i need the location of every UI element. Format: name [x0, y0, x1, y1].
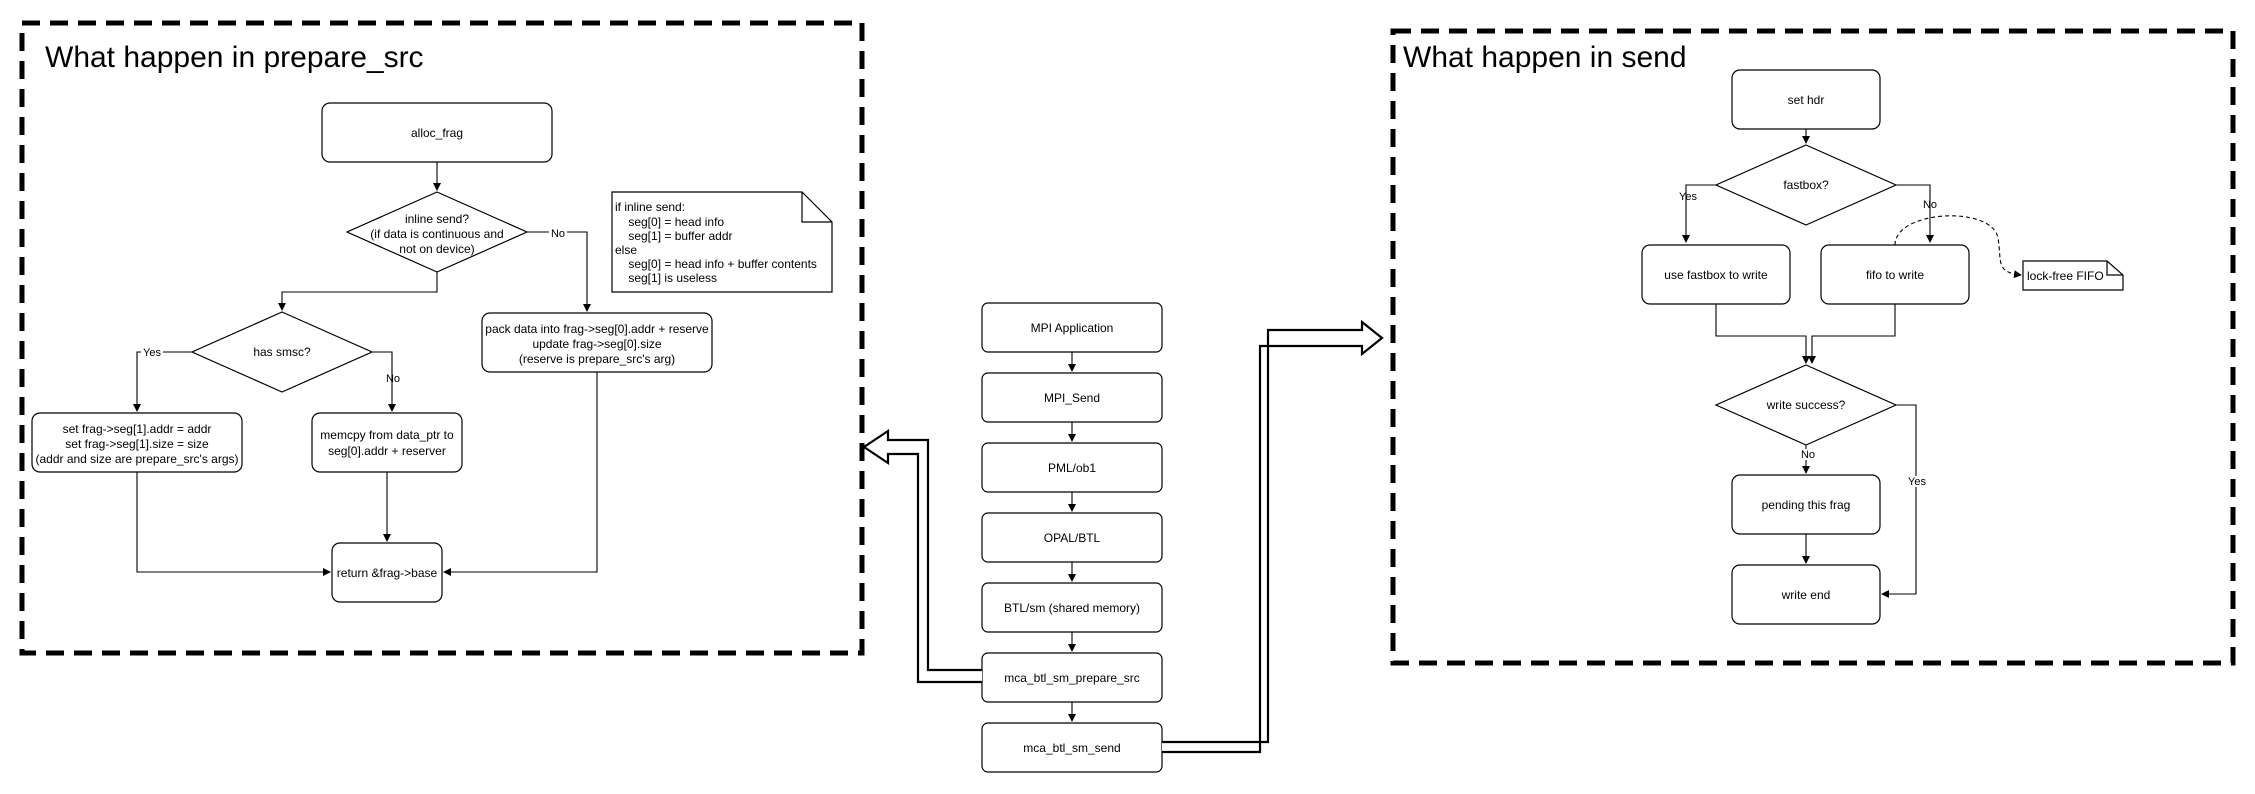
set-frag-line-3: (addr and size are prepare_src's args): [35, 452, 238, 466]
inline-send-line-1: inline send?: [405, 212, 469, 226]
write-end-label: write end: [1781, 588, 1831, 602]
call-stack: MPI Application MPI_Send PML/ob1 OPAL/BT…: [981, 302, 1163, 773]
prepare-src-connectors: [133, 162, 598, 576]
no-label-bg: [549, 227, 567, 238]
stack-label-sm-send: mca_btl_sm_send: [1023, 741, 1120, 755]
stack-label-prepare-src: mca_btl_sm_prepare_src: [1004, 671, 1139, 685]
prepare-src-panel: [19, 20, 865, 656]
send-title: What happen in send: [1403, 41, 1687, 74]
set-frag-line-1: set frag->seg[1].addr = addr: [63, 422, 212, 436]
prepare-src-title: What happen in prepare_src: [45, 41, 424, 74]
fastbox-label: fastbox?: [1783, 178, 1829, 192]
inline-send-line-2: (if data is continuous and: [370, 227, 503, 241]
inline-send-line-3: not on device): [399, 242, 474, 256]
send-connectors: [1682, 129, 2022, 598]
fastbox-decision: [1714, 144, 1898, 226]
note-line-3: seg[1] = buffer addr: [615, 229, 733, 243]
memcpy-line-2: seg[0].addr + reserver: [328, 444, 446, 458]
pack-data-line-1: pack data into frag->seg[0].addr + reser…: [485, 322, 709, 336]
yes-label-bg-2: [1906, 476, 1928, 487]
send-panel: [1390, 28, 2236, 666]
label-yes-fastbox: Yes: [1679, 191, 1697, 203]
pack-data-line-2: update frag->seg[0].size: [532, 337, 661, 351]
write-success-label: write success?: [1766, 398, 1846, 412]
label-no-smsc: No: [386, 373, 400, 385]
yes-label-bg: [141, 347, 163, 358]
note-line-4: else: [615, 243, 637, 257]
inline-note: [611, 191, 833, 293]
label-no-inline: No: [551, 228, 565, 240]
label-yes-smsc: Yes: [143, 347, 161, 359]
label-yes-write: Yes: [1908, 476, 1926, 488]
has-smsc-decision: [190, 311, 374, 393]
stack-label-btl-sm: BTL/sm (shared memory): [1004, 601, 1140, 615]
label-no-fastbox: No: [1923, 199, 1937, 211]
stack-label-mpi-send: MPI_Send: [1044, 391, 1100, 405]
double-arrow-to-prepare-src: [862, 428, 982, 684]
return-base-box: [331, 542, 443, 603]
memcpy-line-1: memcpy from data_ptr to: [320, 428, 454, 442]
return-base-label: return &frag->base: [337, 566, 438, 580]
note-line-1: if inline send:: [615, 200, 685, 214]
label-no-write: No: [1801, 449, 1815, 461]
note-line-5: seg[0] = head info + buffer contents: [615, 257, 817, 271]
memcpy-box: [311, 412, 463, 473]
set-frag-line-2: set frag->seg[1].size = size: [65, 437, 209, 451]
stack-label-opal-btl: OPAL/BTL: [1044, 531, 1101, 545]
set-hdr-label: set hdr: [1788, 93, 1825, 107]
double-arrow-to-send: [1162, 319, 1384, 754]
pending-label: pending this frag: [1762, 498, 1851, 512]
lockfree-note-fold: [2106, 261, 2123, 276]
lockfree-note: [2022, 260, 2124, 291]
no-label-bg-2: [1797, 449, 1815, 460]
use-fastbox-label: use fastbox to write: [1664, 268, 1768, 282]
inline-note-fold: [801, 192, 832, 223]
pack-data-line-3: (reserve is prepare_src's arg): [519, 352, 675, 366]
fifo-write-label: fifo to write: [1866, 268, 1924, 282]
note-line-6: seg[1] is useless: [615, 271, 717, 285]
write-end-box: [1731, 564, 1881, 625]
stack-label-mpi-application: MPI Application: [1031, 321, 1114, 335]
stack-label-pml-ob1: PML/ob1: [1048, 461, 1096, 475]
alloc-frag-label: alloc_frag: [411, 126, 463, 140]
has-smsc-label: has smsc?: [253, 345, 311, 359]
note-line-2: seg[0] = head info: [615, 215, 724, 229]
lockfree-label: lock-free FIFO: [2027, 269, 2104, 283]
